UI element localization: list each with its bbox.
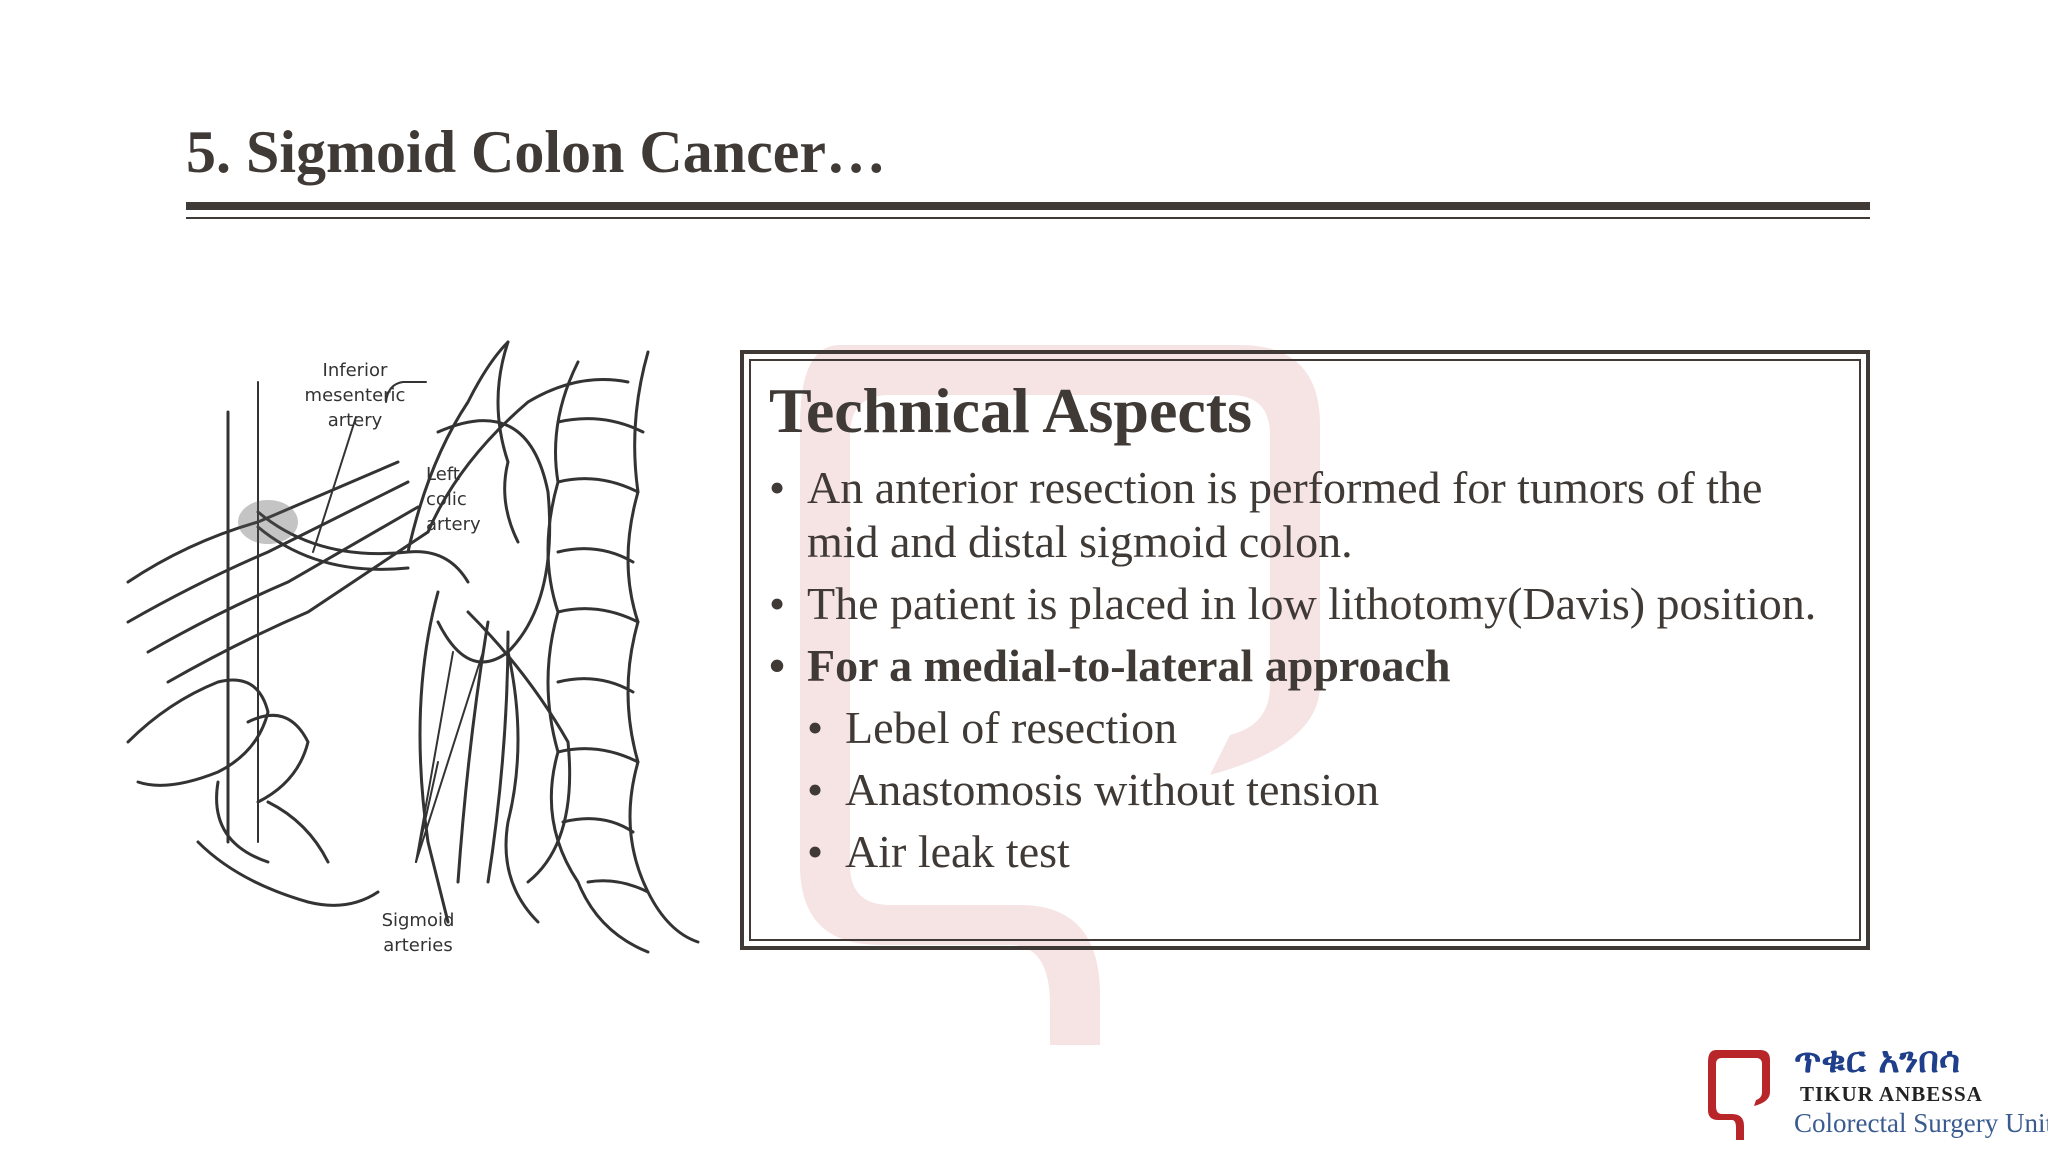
bullet-item: For a medial-to-lateral approach: [769, 639, 1841, 693]
logo-amharic-text: ጥቁር አንበሳ: [1794, 1040, 1961, 1081]
bullet-item: An anterior resection is performed for t…: [769, 461, 1841, 569]
sigmoid-anatomy-figure: Inferior mesenteric artery Left colic ar…: [108, 322, 708, 972]
logo-latin-text: TIKUR ANBESSA: [1800, 1082, 1983, 1106]
colon-watermark-icon: [800, 345, 1320, 1045]
title-rule-thin: [186, 217, 1870, 219]
technical-aspects-box: Technical Aspects An anterior resection …: [740, 350, 1870, 950]
sub-bullet-item: Air leak test: [807, 825, 1841, 879]
colon-logo-icon: [1708, 1050, 1770, 1140]
box-heading: Technical Aspects: [769, 375, 1252, 446]
anatomy-drawing: [126, 340, 700, 954]
sub-bullet-item: Lebel of resection: [807, 701, 1841, 755]
label-left-colic-artery: Left colic artery: [426, 464, 481, 535]
title-rule-thick: [186, 202, 1870, 210]
technical-aspects-inner: Technical Aspects An anterior resection …: [749, 359, 1861, 941]
label-sigmoid-arteries: Sigmoid arteries: [381, 910, 455, 956]
bullet-list: An anterior resection is performed for t…: [769, 461, 1841, 879]
bullet-item: The patient is placed in low lithotomy(D…: [769, 577, 1841, 631]
sub-bullet-item: Anastomosis without tension: [807, 763, 1841, 817]
tikur-anbessa-logo: ጥቁር አንበሳ TIKUR ANBESSA Colorectal Surger…: [1706, 1036, 2048, 1146]
slide-title: 5. Sigmoid Colon Cancer…: [186, 119, 887, 185]
label-inferior-mesenteric-artery: Inferior mesenteric artery: [304, 360, 406, 431]
logo-unit-text: Colorectal Surgery Unit: [1794, 1108, 2048, 1138]
